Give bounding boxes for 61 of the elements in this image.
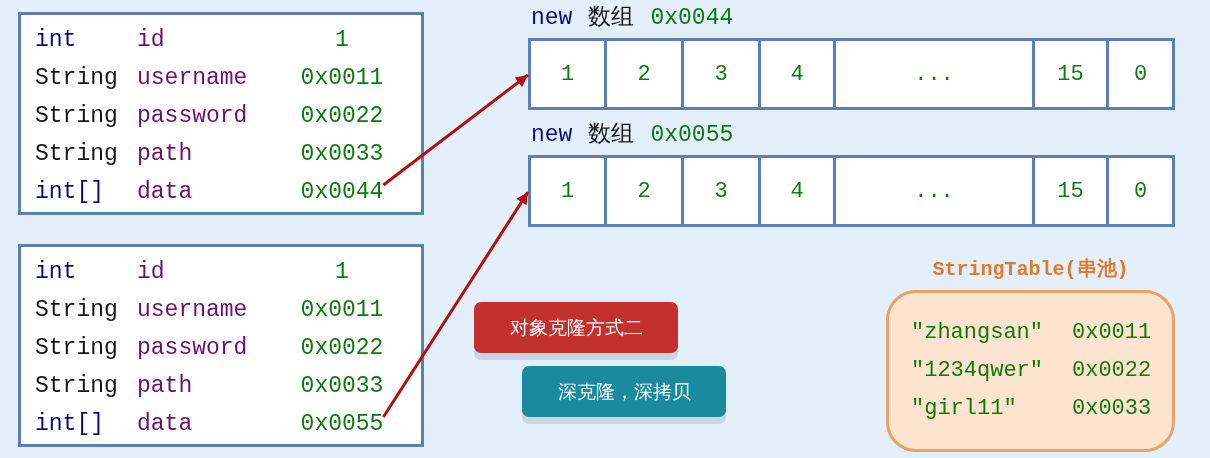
array-label: 数组: [588, 120, 635, 150]
array-element: 0: [1133, 177, 1148, 206]
object-box: [18, 12, 424, 215]
field-value: 0x0022: [300, 101, 384, 131]
array-element: ...: [914, 177, 954, 206]
reference-address: 0x0055: [300, 406, 384, 442]
field-value: 0x0033: [300, 371, 384, 401]
field-name: path: [137, 371, 193, 401]
string-literal: "1234qwer": [911, 356, 1044, 385]
type-name: String: [35, 333, 118, 363]
field-name: password: [137, 333, 248, 363]
type-name: String: [35, 295, 118, 325]
field-name: username: [137, 295, 248, 325]
field-name: path: [137, 139, 193, 169]
array-element: 2: [637, 177, 651, 206]
field-name: id: [137, 25, 165, 55]
field-name: data: [137, 177, 193, 207]
type-name: int[]: [35, 177, 104, 207]
field-value: 1: [335, 25, 349, 55]
array-element: 3: [714, 60, 728, 89]
array-element: 3: [714, 177, 728, 206]
field-value: 1: [335, 257, 349, 287]
array-address: 0x0055: [650, 120, 734, 150]
type-name: String: [35, 63, 118, 93]
field-name: data: [137, 409, 193, 439]
new-keyword: new: [531, 3, 573, 33]
field-name: username: [137, 63, 248, 93]
string-address: 0x0033: [1072, 394, 1152, 423]
field-value: 0x0011: [300, 295, 384, 325]
type-name: String: [35, 101, 118, 131]
array-element: 1: [560, 60, 575, 89]
string-address: 0x0011: [1072, 318, 1152, 347]
array-element: 1: [560, 177, 575, 206]
array-element: 4: [790, 177, 804, 206]
object-box: [18, 244, 424, 447]
type-name: int[]: [35, 409, 104, 439]
reference-address: 0x0044: [300, 174, 384, 210]
arrow: [382, 191, 530, 418]
string-address: 0x0022: [1072, 356, 1152, 385]
field-name: password: [137, 101, 248, 131]
type-name: String: [35, 371, 118, 401]
new-keyword: new: [531, 120, 573, 150]
arrow: [382, 73, 529, 187]
field-value: 0x0033: [300, 139, 384, 169]
field-value: 0x0011: [300, 63, 384, 93]
string-literal: "girl11": [911, 394, 1017, 423]
array-address: 0x0044: [650, 3, 734, 33]
type-name: int: [35, 25, 77, 55]
field-value: 0x0022: [300, 333, 384, 363]
type-name: String: [35, 139, 118, 169]
type-name: int: [35, 257, 77, 287]
array-element: ...: [914, 60, 954, 89]
array-label: 数组: [588, 3, 635, 33]
array-element: 15: [1057, 177, 1084, 206]
array-element: 0: [1133, 60, 1148, 89]
string-table-heading: StringTable(串池): [932, 257, 1129, 283]
string-literal: "zhangsan": [911, 318, 1044, 347]
array-element: 15: [1057, 60, 1084, 89]
field-name: id: [137, 257, 165, 287]
array-element: 4: [790, 60, 804, 89]
array-element: 2: [637, 60, 651, 89]
